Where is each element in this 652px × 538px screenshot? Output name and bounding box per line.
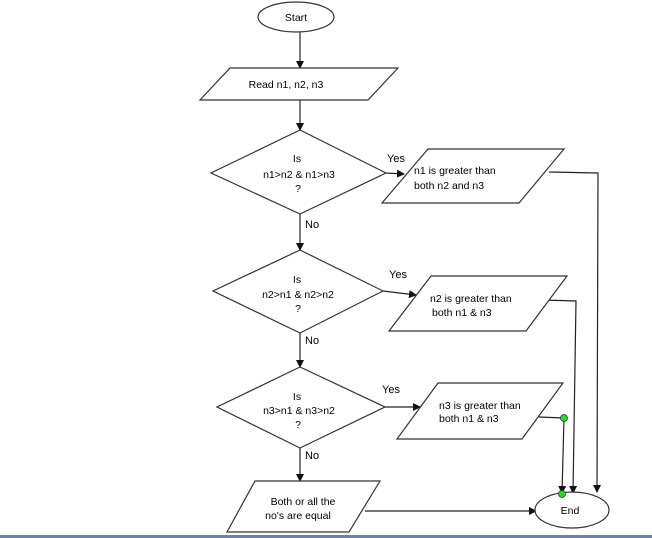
- start-label: Start: [285, 12, 307, 24]
- output-1-line-2: both n2 and n3: [414, 180, 484, 192]
- output-4[interactable]: Both or all the no's are equal: [225, 480, 382, 533]
- decision-3-line-2: n3>n1 & n3>n2: [263, 405, 335, 417]
- yes-label-1: Yes: [387, 153, 405, 165]
- decision-2[interactable]: Is n2>n1 & n2>n2 ?: [211, 249, 385, 334]
- output-3-line-1: n3 is greater than: [439, 400, 521, 412]
- output-1[interactable]: n1 is greater than both n2 and n3: [380, 148, 566, 204]
- decision-3-line-1: Is: [293, 391, 301, 403]
- decision-2-line-3: ?: [295, 303, 301, 315]
- decision-1-line-1: Is: [293, 153, 301, 165]
- output-4-line-1: Both or all the: [271, 496, 336, 508]
- yes-label-3: Yes: [382, 384, 400, 396]
- end-terminal[interactable]: End: [534, 491, 610, 529]
- read-label: Read n1, n2, n3: [249, 79, 324, 91]
- arrow-output3-end: [538, 416, 567, 494]
- output-3-line-2: both n1 & n3: [439, 413, 499, 425]
- output-3[interactable]: n3 is greater than both n1 & n3: [395, 382, 565, 440]
- output-2-line-2: both n1 & n3: [432, 307, 492, 319]
- no-label-3: No: [305, 450, 319, 462]
- arrow-decision1-yes: [385, 169, 405, 178]
- decision-2-line-1: Is: [293, 274, 301, 286]
- decision-2-line-2: n2>n1 & n2>n2: [262, 289, 334, 301]
- decision-3[interactable]: Is n3>n1 & n3>n2 ?: [215, 366, 387, 449]
- no-label-2: No: [305, 335, 319, 347]
- arrow-decision2-yes: [382, 290, 417, 299]
- decision-1-line-3: ?: [295, 183, 301, 195]
- arrow-output1-end: [548, 171, 602, 493]
- start-terminal[interactable]: Start: [257, 1, 335, 33]
- decision-3-line-3: ?: [295, 419, 301, 431]
- no-label-1: No: [305, 219, 319, 231]
- output-1-line-1: n1 is greater than: [414, 165, 496, 177]
- connector-handle-top[interactable]: [560, 414, 568, 422]
- connector-handle-bottom[interactable]: [558, 490, 566, 498]
- decision-1[interactable]: Is n1>n2 & n1>n3 ?: [209, 129, 388, 215]
- yes-label-2: Yes: [389, 269, 407, 281]
- output-4-line-2: no's are equal: [265, 510, 331, 522]
- bottom-border: [0, 535, 652, 538]
- output-2[interactable]: n2 is greater than both n1 & n3: [387, 275, 569, 332]
- arrow-output2-end: [541, 299, 578, 494]
- read-input-box[interactable]: Read n1, n2, n3: [198, 67, 400, 101]
- decision-1-line-2: n1>n2 & n1>n3: [263, 169, 335, 181]
- output-2-line-1: n2 is greater than: [430, 293, 512, 305]
- end-label: End: [561, 505, 580, 517]
